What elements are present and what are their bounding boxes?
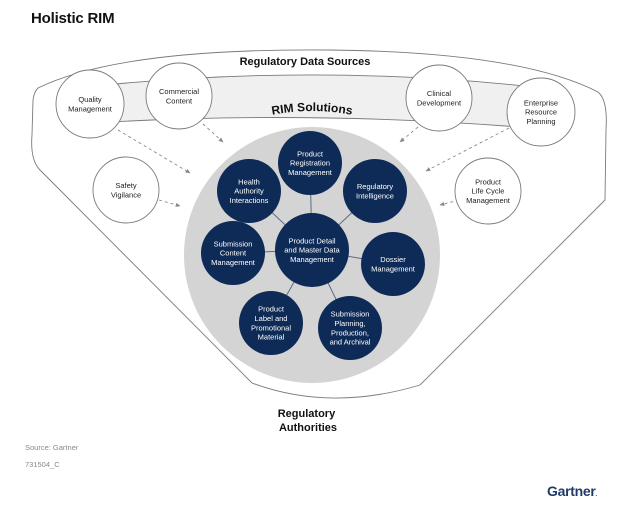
- data-source-clinical-shape: [405, 64, 473, 132]
- rim-solution-submission-content-shape: [201, 221, 265, 285]
- data-flow-arrows: [117, 123, 510, 207]
- data-source-erp-shape: [506, 77, 576, 147]
- rim-solutions-label: RIM Solutions: [270, 100, 354, 118]
- rim-solution-intelligence-shape: [343, 159, 407, 223]
- rim-solution-dossier-shape: [361, 232, 425, 296]
- figure-id: 731504_C: [25, 460, 60, 469]
- rim-solution-product-detail-mdm-shape: [275, 213, 349, 287]
- regulatory-authorities-label: Regulatory Authorities: [278, 408, 339, 434]
- arrow-clinical: [399, 126, 419, 143]
- rim-solution-submission-planning-shape: [318, 296, 382, 360]
- arrow-safety: [158, 199, 181, 207]
- logo-dot: .: [595, 492, 597, 498]
- arrow-quality: [117, 129, 191, 174]
- data-source-plm-shape: [454, 157, 522, 225]
- source-note: Source: Gartner: [25, 443, 79, 452]
- data-source-safety-shape: [92, 156, 160, 224]
- logo-text: Gartner: [547, 483, 596, 499]
- rim-solution-label-shape: [239, 291, 303, 355]
- arrow-commercial: [202, 123, 224, 143]
- gartner-logo: Gartner.: [547, 483, 597, 499]
- page-title: Holistic RIM: [31, 10, 115, 27]
- rim-solution-health-authority-shape: [217, 159, 281, 223]
- rim-solution-registration-shape: [278, 131, 342, 195]
- data-source-commercial-shape: [145, 62, 213, 130]
- data-source-quality-shape: [55, 69, 125, 139]
- regulatory-data-sources-label: Regulatory Data Sources: [240, 56, 371, 68]
